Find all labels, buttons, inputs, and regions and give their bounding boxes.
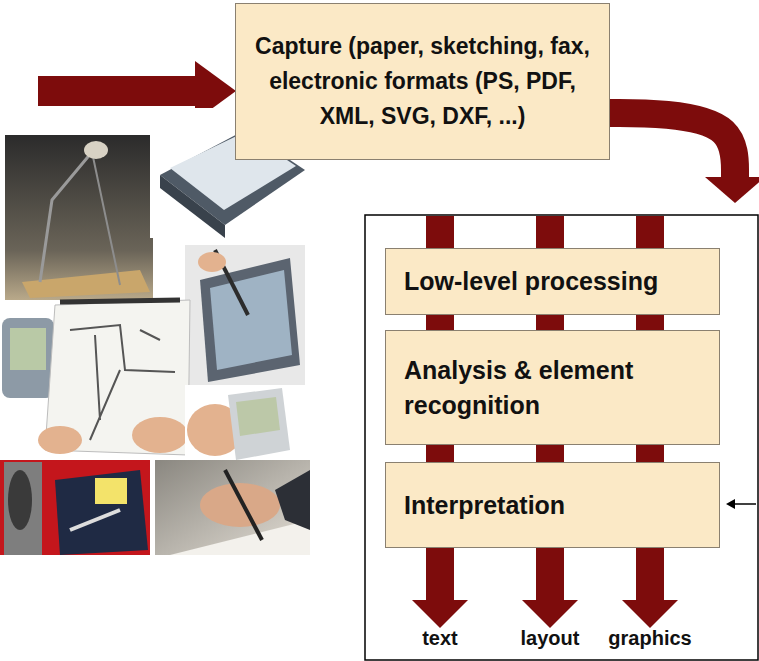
process-box: Interpretation bbox=[385, 462, 720, 548]
process-box: Analysis & element recognition bbox=[385, 330, 720, 445]
sketch-photo-part bbox=[38, 426, 82, 454]
handheld-photo bbox=[185, 385, 300, 463]
sketch-photo bbox=[38, 300, 190, 455]
flow-arrows-part bbox=[412, 600, 468, 628]
pda-photo-part bbox=[2, 318, 54, 398]
side-arrow-part bbox=[726, 499, 735, 509]
output-label: layout bbox=[521, 627, 580, 650]
capture-box: Capture (paper, sketching, fax, electron… bbox=[235, 3, 610, 160]
box-label: Analysis & element recognition bbox=[404, 353, 701, 423]
pen-devices-photo-part bbox=[4, 462, 42, 555]
tablet-photo bbox=[185, 245, 305, 385]
box-label: Interpretation bbox=[404, 490, 565, 521]
writing-photo-part bbox=[275, 470, 310, 530]
lamp-camera-photo-part bbox=[84, 141, 108, 159]
output-label: graphics bbox=[608, 627, 691, 650]
pda-photo-part bbox=[10, 328, 46, 370]
handheld-photo-part bbox=[236, 397, 280, 436]
arrow-head bbox=[705, 177, 759, 203]
pen-devices-photo-part bbox=[55, 470, 148, 555]
lamp-camera-photo-part bbox=[92, 152, 120, 285]
lamp-camera-photo bbox=[5, 135, 153, 300]
pen-devices-photo bbox=[0, 460, 150, 555]
sketch-photo-part bbox=[60, 300, 180, 302]
pen-devices-photo-part bbox=[70, 510, 120, 530]
tablet-photo-part bbox=[210, 270, 292, 370]
flow-connector bbox=[610, 113, 759, 203]
tablet-photo-part bbox=[185, 245, 305, 385]
sketch-photo-part bbox=[132, 417, 188, 453]
writing-photo bbox=[155, 460, 310, 555]
pen-devices-photo-part bbox=[8, 470, 32, 530]
handheld-photo-part bbox=[228, 388, 290, 460]
tablet-photo-part bbox=[200, 258, 300, 382]
flow-arrows-part bbox=[522, 600, 578, 628]
side-arrow bbox=[726, 499, 756, 509]
output-label: text bbox=[422, 627, 458, 650]
connector-shaft bbox=[610, 113, 735, 179]
pen-devices-photo-part bbox=[0, 460, 150, 555]
writing-photo-part bbox=[225, 470, 262, 540]
pen-devices-photo-part bbox=[95, 478, 127, 504]
scanner-photo-part bbox=[160, 175, 225, 238]
pda-photo bbox=[2, 318, 54, 398]
lamp-camera-photo-part bbox=[5, 135, 153, 300]
handheld-photo-part bbox=[185, 385, 300, 463]
writing-photo-part bbox=[155, 460, 310, 555]
flow-arrows-part bbox=[622, 600, 678, 628]
process-box: Low-level processing bbox=[385, 248, 720, 315]
processing-frame bbox=[365, 215, 758, 660]
writing-photo-part bbox=[200, 483, 280, 527]
side-arrow-part bbox=[733, 503, 756, 505]
lamp-camera-photo-part bbox=[40, 152, 92, 282]
entry-arrow-part bbox=[38, 76, 198, 106]
box-label: Low-level processing bbox=[404, 266, 658, 297]
tablet-photo-part bbox=[198, 252, 226, 272]
box-label: Capture (paper, sketching, fax, electron… bbox=[246, 29, 599, 134]
